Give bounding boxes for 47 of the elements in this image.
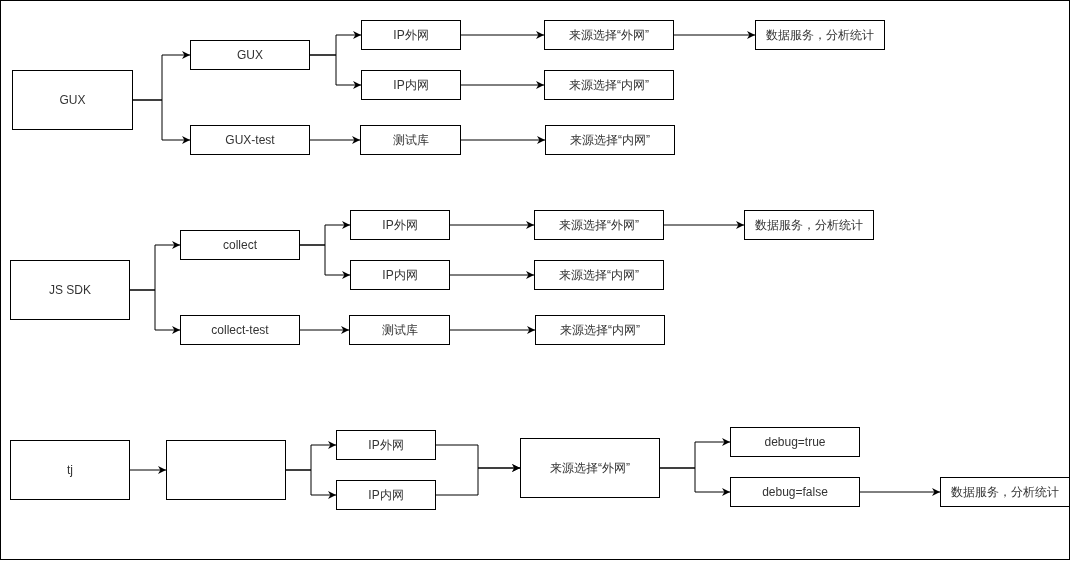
process-box: debug=true xyxy=(730,427,860,457)
process-box: 测试库 xyxy=(360,125,461,155)
process-box: GUX-test xyxy=(190,125,310,155)
process-box: IP内网 xyxy=(350,260,450,290)
arrow xyxy=(659,467,731,496)
process-box: 测试库 xyxy=(349,315,450,345)
arrow xyxy=(673,31,756,39)
arrow xyxy=(129,289,181,334)
arrow xyxy=(460,136,546,144)
arrow xyxy=(460,31,545,39)
arrow xyxy=(460,81,545,89)
arrow xyxy=(309,136,361,144)
process-box: IP外网 xyxy=(336,430,436,460)
arrow xyxy=(435,464,521,496)
process-box: 来源选择“内网” xyxy=(534,260,664,290)
arrow xyxy=(285,469,337,499)
arrow xyxy=(129,466,167,474)
arrow xyxy=(299,244,351,279)
process-box: IP内网 xyxy=(336,480,436,510)
process-box xyxy=(166,440,286,500)
process-box: debug=false xyxy=(730,477,860,507)
arrow xyxy=(449,326,536,334)
process-box: JS SDK xyxy=(10,260,130,320)
process-box: 来源选择“内网” xyxy=(545,125,675,155)
process-box: 数据服务，分析统计 xyxy=(940,477,1070,507)
process-box: tj xyxy=(10,440,130,500)
arrow xyxy=(859,488,941,496)
process-box: 数据服务，分析统计 xyxy=(744,210,874,240)
arrow xyxy=(299,326,350,334)
process-box: IP外网 xyxy=(350,210,450,240)
process-box: 来源选择“外网” xyxy=(534,210,664,240)
process-box: IP外网 xyxy=(361,20,461,50)
arrow xyxy=(309,54,362,89)
arrow xyxy=(449,221,535,229)
process-box: 来源选择“内网” xyxy=(544,70,674,100)
process-box: GUX xyxy=(12,70,133,130)
process-box: 来源选择“内网” xyxy=(535,315,665,345)
process-box: 数据服务，分析统计 xyxy=(755,20,885,50)
arrow xyxy=(132,99,191,144)
process-box: collect xyxy=(180,230,300,260)
process-box: IP内网 xyxy=(361,70,461,100)
process-box: GUX xyxy=(190,40,310,70)
process-box: collect-test xyxy=(180,315,300,345)
process-box: 来源选择“外网” xyxy=(544,20,674,50)
arrow xyxy=(449,271,535,279)
arrow xyxy=(663,221,745,229)
process-box: 来源选择“外网” xyxy=(520,438,660,498)
